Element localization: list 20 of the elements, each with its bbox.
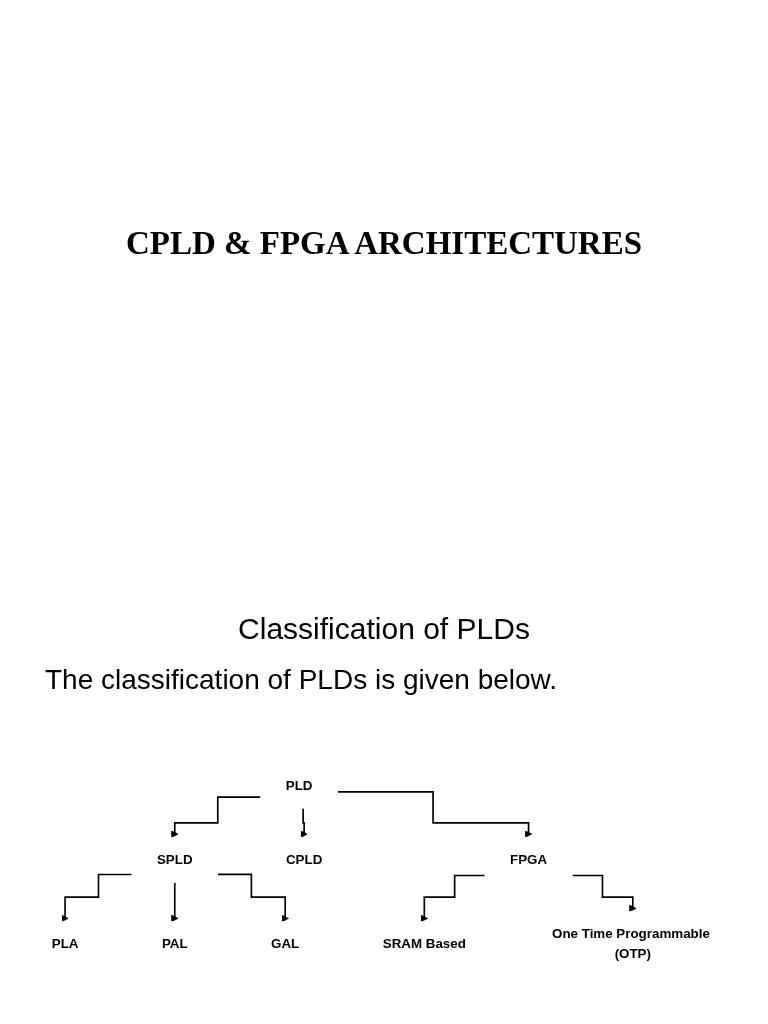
arrow	[571, 874, 637, 913]
arrow	[336, 791, 533, 838]
arrow	[61, 873, 133, 923]
arrow	[171, 881, 179, 923]
node-text: SPLD	[156, 852, 193, 867]
node-text: One Time Programmable (OTP)	[552, 926, 710, 961]
arrow	[171, 796, 262, 838]
node-text: PLD	[285, 778, 313, 793]
subtitle: Classification of PLDs	[237, 612, 531, 646]
node-text: PAL	[161, 936, 188, 951]
arrow	[420, 874, 486, 923]
arrow	[300, 807, 308, 838]
node-text: CPLD	[285, 852, 323, 867]
bullet-text: The classification of PLDs is given below.	[45, 664, 558, 696]
arrow	[216, 873, 289, 923]
node-text: GAL	[271, 936, 300, 951]
node-text: FPGA	[510, 852, 548, 867]
node-text: SRAM Based	[382, 936, 466, 951]
node-text: PLA	[51, 936, 79, 951]
title: CPLD & FPGA ARCHITECTURES	[124, 225, 644, 262]
